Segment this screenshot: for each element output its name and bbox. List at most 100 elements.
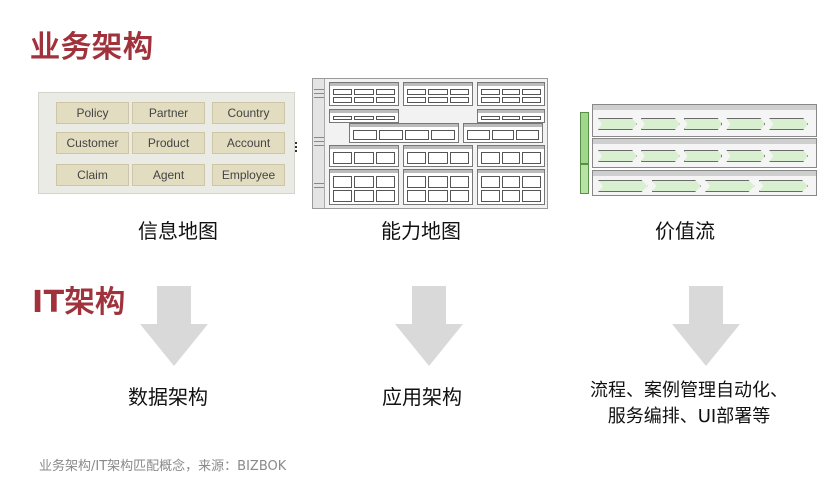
data-architecture-label: 数据架构 bbox=[128, 385, 208, 409]
capability-cell bbox=[428, 152, 448, 164]
down-arrow-icon bbox=[395, 286, 463, 366]
capability-cell bbox=[354, 89, 374, 95]
capability-group bbox=[329, 82, 399, 106]
capability-group bbox=[349, 123, 459, 143]
capability-cell bbox=[522, 176, 541, 188]
capability-cell bbox=[354, 190, 374, 202]
information-map-figure: Policy Partner Country Customer Product … bbox=[38, 92, 295, 194]
value-stream-stage bbox=[651, 180, 701, 192]
process-automation-line-1: 流程、案例管理自动化、 bbox=[590, 380, 788, 401]
capability-cell bbox=[428, 89, 448, 95]
value-stream-stage bbox=[769, 150, 808, 162]
entity-policy: Policy bbox=[56, 102, 129, 124]
capability-cell bbox=[522, 190, 541, 202]
capability-cell bbox=[522, 152, 541, 164]
process-automation-label: 流程、案例管理自动化、 服务编排、UI部署等 bbox=[590, 378, 788, 430]
capability-cell bbox=[501, 89, 521, 95]
capability-cell bbox=[491, 130, 515, 140]
value-stream-stakeholder-bar-2 bbox=[580, 164, 589, 194]
entity-claim: Claim bbox=[56, 164, 129, 186]
capability-cell bbox=[501, 176, 521, 188]
value-stream-stage bbox=[769, 118, 808, 130]
value-stream-stage bbox=[640, 150, 680, 162]
capability-group bbox=[463, 123, 543, 143]
capability-cell bbox=[354, 152, 374, 164]
it-architecture-title: IT架构 bbox=[32, 285, 126, 320]
capability-cell bbox=[354, 97, 374, 103]
capability-cell bbox=[407, 89, 427, 95]
capability-cell bbox=[481, 190, 500, 202]
capability-cell bbox=[522, 89, 541, 95]
capability-cell bbox=[481, 116, 500, 120]
down-arrow-icon bbox=[140, 286, 208, 366]
capability-cell bbox=[405, 130, 429, 140]
capability-cell bbox=[449, 89, 469, 95]
capability-cell bbox=[431, 130, 455, 140]
entity-account: Account bbox=[212, 132, 285, 154]
capability-cell bbox=[481, 89, 500, 95]
capability-cell bbox=[333, 176, 353, 188]
capability-cell bbox=[481, 97, 500, 103]
capability-group bbox=[477, 145, 545, 167]
capability-cell bbox=[407, 176, 427, 188]
dotted-marker bbox=[295, 142, 299, 152]
capability-cell bbox=[379, 130, 403, 140]
entity-partner: Partner bbox=[132, 102, 205, 124]
capability-cell bbox=[407, 152, 427, 164]
value-stream-stage bbox=[726, 150, 766, 162]
capability-cell bbox=[407, 190, 427, 202]
capability-cell bbox=[501, 97, 521, 103]
capability-cell bbox=[522, 116, 541, 120]
capability-cell bbox=[481, 152, 500, 164]
capability-map-caption: 能力地图 bbox=[381, 219, 461, 243]
capability-cell bbox=[481, 176, 500, 188]
capability-map-tier-bar bbox=[313, 79, 325, 208]
capability-cell bbox=[428, 190, 448, 202]
value-stream-stage bbox=[598, 180, 648, 192]
capability-cell bbox=[354, 176, 374, 188]
value-stream-figure bbox=[580, 104, 818, 197]
down-arrow-icon bbox=[672, 286, 740, 366]
application-architecture-label: 应用架构 bbox=[382, 385, 462, 409]
value-stream-stage bbox=[758, 180, 808, 192]
entity-agent: Agent bbox=[132, 164, 205, 186]
capability-group bbox=[403, 169, 473, 205]
capability-group bbox=[477, 82, 545, 106]
source-footnote: 业务架构/IT架构匹配概念，来源：BIZBOK bbox=[39, 459, 287, 474]
capability-cell bbox=[449, 152, 469, 164]
capability-cell bbox=[353, 130, 377, 140]
capability-cell bbox=[467, 130, 490, 140]
value-stream-stage bbox=[705, 180, 755, 192]
capability-cell bbox=[516, 130, 539, 140]
value-stream-stage bbox=[598, 118, 637, 130]
capability-group bbox=[403, 145, 473, 167]
capability-cell bbox=[501, 190, 521, 202]
value-stream-caption: 价值流 bbox=[655, 219, 715, 243]
value-stream-stage bbox=[683, 150, 723, 162]
capability-group bbox=[329, 145, 399, 167]
entity-product: Product bbox=[132, 132, 205, 154]
capability-cell bbox=[333, 190, 353, 202]
capability-cell bbox=[449, 97, 469, 103]
capability-map-figure bbox=[312, 78, 548, 209]
capability-group bbox=[329, 109, 399, 123]
capability-cell bbox=[501, 152, 521, 164]
capability-group bbox=[477, 169, 545, 205]
capability-cell bbox=[375, 97, 395, 103]
capability-cell bbox=[449, 176, 469, 188]
capability-cell bbox=[375, 116, 395, 120]
information-map-caption: 信息地图 bbox=[138, 219, 218, 243]
business-architecture-title: 业务架构 bbox=[30, 30, 154, 65]
capability-cell bbox=[375, 152, 395, 164]
capability-cell bbox=[407, 97, 427, 103]
capability-cell bbox=[375, 89, 395, 95]
capability-cell bbox=[333, 97, 353, 103]
capability-cell bbox=[428, 97, 448, 103]
value-stream-stage bbox=[640, 118, 680, 130]
capability-group bbox=[477, 109, 545, 123]
entity-employee: Employee bbox=[212, 164, 285, 186]
capability-cell bbox=[449, 190, 469, 202]
capability-cell bbox=[501, 116, 521, 120]
capability-cell bbox=[354, 116, 374, 120]
capability-cell bbox=[428, 176, 448, 188]
